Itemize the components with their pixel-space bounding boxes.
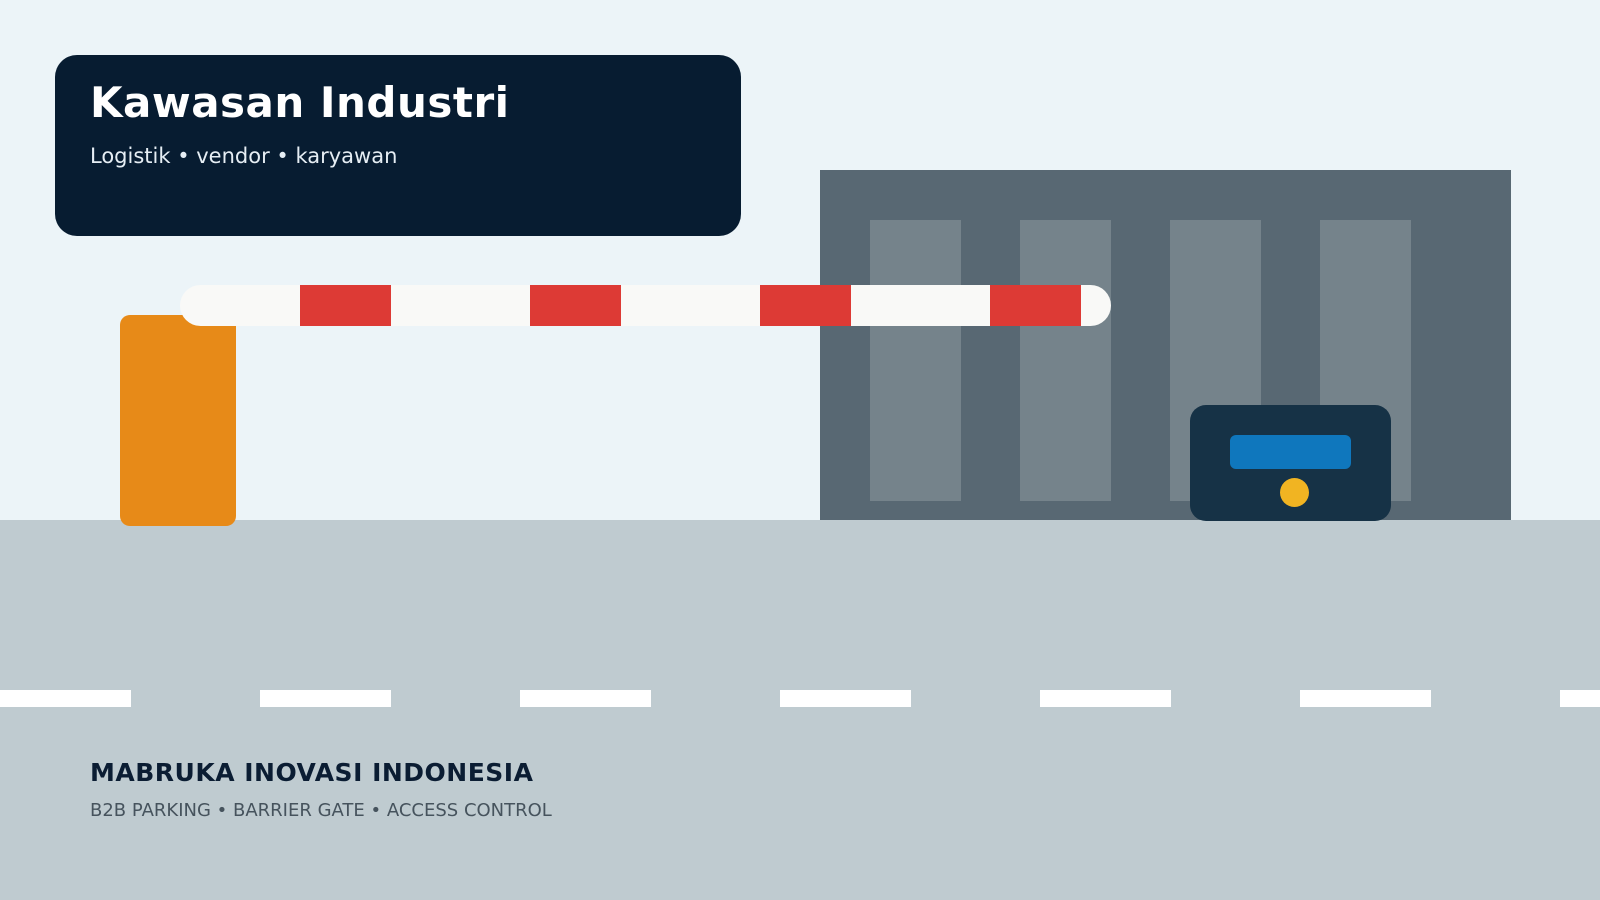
lane-marking	[1300, 690, 1431, 707]
brand-tagline: B2B PARKING • BARRIER GATE • ACCESS CONT…	[90, 800, 552, 821]
barrier-stripe	[530, 285, 621, 326]
barrier-stripe	[300, 285, 391, 326]
building-window	[870, 220, 961, 501]
brand-name: MABRUKA INOVASI INDONESIA	[90, 758, 534, 787]
reader-display	[1230, 435, 1351, 469]
page-title: Kawasan Industri	[90, 78, 510, 127]
lane-marking	[780, 690, 911, 707]
barrier-stripe	[760, 285, 851, 326]
title-card	[55, 55, 741, 236]
reader-led	[1280, 478, 1309, 507]
lane-marking	[260, 690, 391, 707]
road	[0, 520, 1600, 900]
barrier-stripe	[990, 285, 1081, 326]
building-window	[1020, 220, 1111, 501]
lane-marking	[520, 690, 651, 707]
barrier-gate-icon	[180, 285, 1111, 326]
lane-marking	[0, 690, 131, 707]
page-subtitle: Logistik • vendor • karyawan	[90, 144, 398, 168]
barrier-post	[120, 315, 236, 526]
lane-marking	[1040, 690, 1171, 707]
lane-marking	[1560, 690, 1600, 707]
